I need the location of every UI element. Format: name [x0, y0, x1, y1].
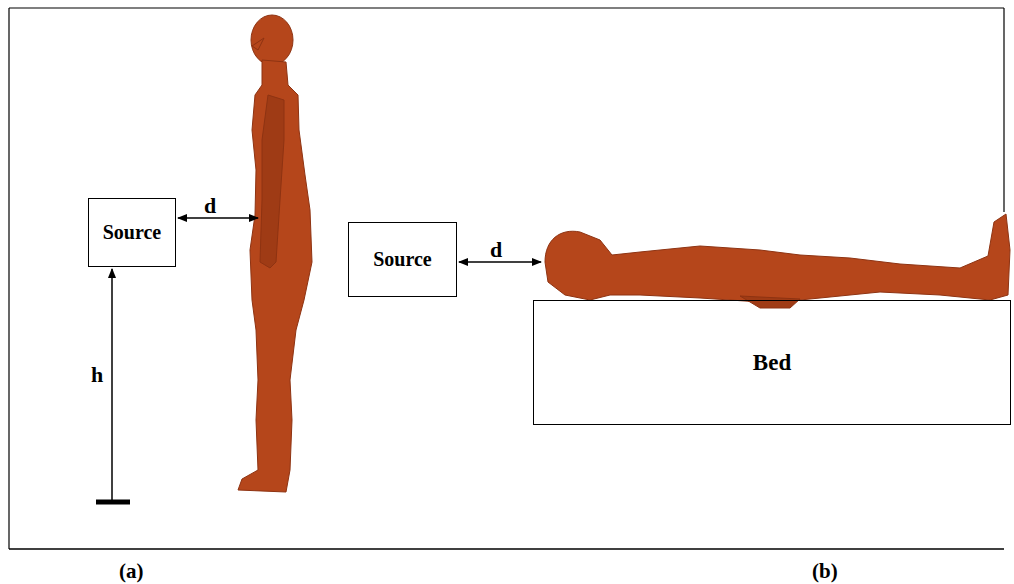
dimension-label: d	[204, 195, 216, 217]
panel-label: (a)	[119, 561, 144, 582]
frame-line	[8, 8, 9, 549]
human-lying	[545, 214, 1010, 308]
dimension-arrow	[111, 269, 113, 500]
dimension-label: h	[91, 364, 103, 386]
source-box: Source	[348, 222, 457, 297]
ground-mark	[96, 500, 130, 505]
frame-line	[1003, 8, 1004, 212]
bed-box: Bed	[533, 300, 1011, 425]
human-standing	[238, 15, 312, 492]
node-text: Bed	[753, 350, 791, 376]
dimension-arrow	[178, 217, 258, 219]
panel-label: (b)	[812, 561, 838, 582]
node-text: Source	[103, 221, 162, 244]
node-text: Source	[373, 248, 432, 271]
dimension-arrow	[459, 261, 541, 263]
frame-line	[9, 7, 1004, 8]
source-box: Source	[88, 198, 176, 267]
dimension-label: d	[490, 239, 502, 261]
frame-line	[9, 548, 1004, 550]
